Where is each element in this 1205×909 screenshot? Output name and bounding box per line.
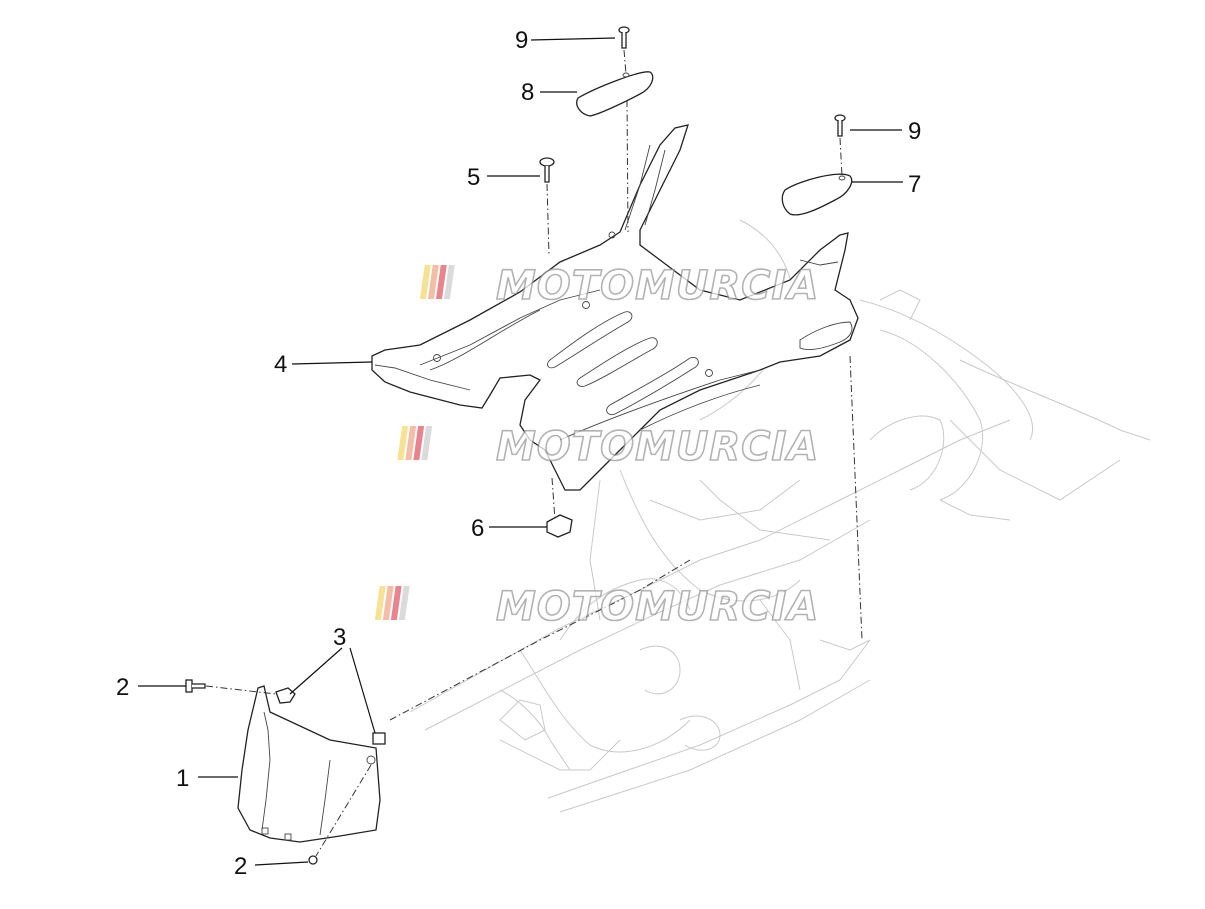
callout-8: 8 xyxy=(521,79,534,106)
screw-5-part xyxy=(539,157,555,183)
watermark-bottom: MOTOMURCIA xyxy=(374,583,819,631)
watermark-text: MOTOMURCIA xyxy=(496,263,819,309)
frame-background xyxy=(409,219,1151,813)
callout-3: 3 xyxy=(333,624,346,651)
watermark-top: MOTOMURCIA xyxy=(419,262,819,310)
watermark-stripe xyxy=(405,426,417,460)
watermark-stripe xyxy=(390,586,402,620)
callout-9-top: 9 xyxy=(515,27,528,54)
floor-mat-part xyxy=(371,124,859,491)
callout-4: 4 xyxy=(274,351,287,378)
watermark-stripe xyxy=(443,265,455,299)
watermark-stripe xyxy=(419,265,431,299)
watermark-stripe xyxy=(413,426,425,460)
screw-part xyxy=(185,679,318,865)
watermark-stripe xyxy=(427,265,439,299)
callout-9-right: 9 xyxy=(908,118,921,145)
callout-1: 1 xyxy=(176,765,189,792)
clip-part xyxy=(275,687,386,745)
watermark-stripe xyxy=(374,586,386,620)
watermark-text: MOTOMURCIA xyxy=(496,424,819,470)
assembly-lines xyxy=(205,49,863,857)
leader-lines xyxy=(138,37,903,866)
callout-2-top: 2 xyxy=(116,674,129,701)
callout-6: 6 xyxy=(471,515,484,542)
callout-2-bottom: 2 xyxy=(234,853,247,880)
watermark-text: MOTOMURCIA xyxy=(496,584,819,630)
watermark-stripe xyxy=(435,265,447,299)
watermark-stripe xyxy=(421,426,433,460)
footrest-pad-7-part xyxy=(781,173,853,216)
watermark-stripe xyxy=(382,586,394,620)
callout-labels: 9 8 9 7 5 4 6 3 2 1 2 xyxy=(116,27,921,880)
watermark-stripe xyxy=(398,586,410,620)
side-panel-part xyxy=(237,685,381,843)
footrest-pad-8-part xyxy=(576,71,654,117)
nut-clip-part xyxy=(546,514,573,538)
watermark-stripe xyxy=(397,426,409,460)
callout-5: 5 xyxy=(467,164,480,191)
callout-7: 7 xyxy=(908,171,921,198)
screw-9-parts xyxy=(618,26,846,137)
watermark-middle: MOTOMURCIA xyxy=(397,423,819,471)
